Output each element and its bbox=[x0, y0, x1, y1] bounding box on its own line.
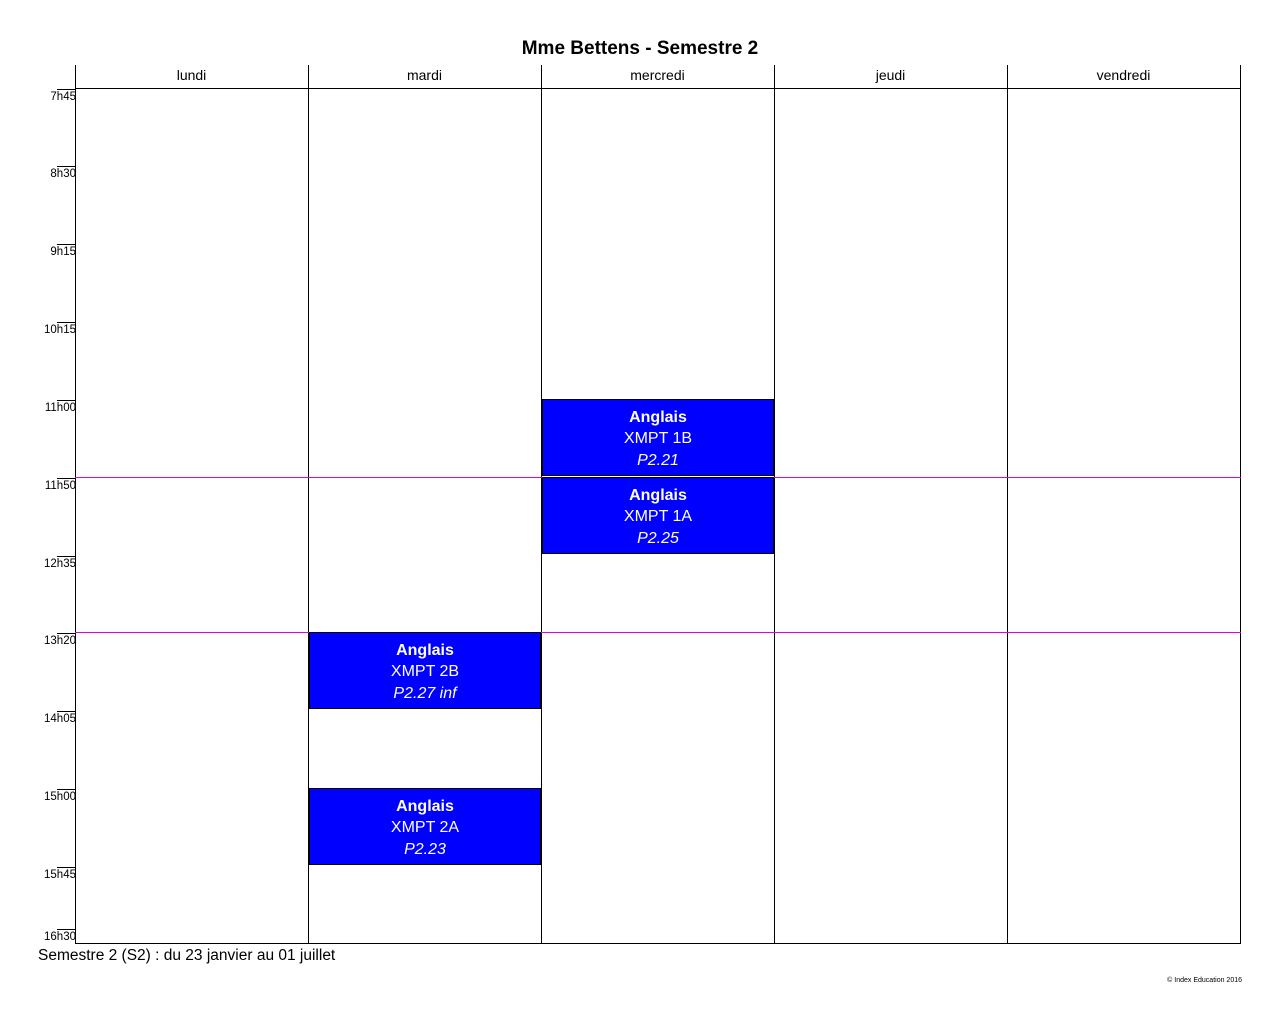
time-label: 7h45 bbox=[50, 91, 76, 103]
event-room: P2.23 bbox=[404, 841, 446, 858]
event-subject: Anglais bbox=[629, 487, 687, 504]
time-tick bbox=[57, 400, 75, 401]
day-header-mercredi: mercredi bbox=[630, 67, 685, 83]
event-group: XMPT 1B bbox=[623, 430, 693, 447]
semester-footer: Semestre 2 (S2) : du 23 janvier au 01 ju… bbox=[38, 947, 336, 964]
time-tick bbox=[57, 711, 75, 712]
time-label: 8h30 bbox=[50, 168, 76, 180]
day-header-mardi: mardi bbox=[406, 67, 442, 83]
grid-bottom-line bbox=[75, 943, 1241, 944]
column-divider bbox=[1240, 65, 1241, 944]
day-header-jeudi: jeudi bbox=[875, 67, 906, 83]
event-anglais-xmpt-1b[interactable]: Anglais XMPT 1B P2.21 bbox=[542, 399, 774, 476]
time-label: 10h15 bbox=[44, 324, 76, 336]
time-label: 15h45 bbox=[44, 869, 76, 881]
event-subject: Anglais bbox=[396, 642, 454, 659]
column-divider bbox=[75, 65, 76, 944]
time-label: 12h35 bbox=[44, 558, 76, 570]
break-line-afternoon bbox=[75, 632, 1241, 633]
time-tick bbox=[57, 867, 75, 868]
event-room: P2.21 bbox=[637, 452, 679, 469]
column-divider bbox=[308, 65, 309, 944]
event-room: P2.27 inf bbox=[393, 685, 457, 702]
time-tick bbox=[57, 478, 75, 479]
time-tick bbox=[57, 789, 75, 790]
event-group: XMPT 2A bbox=[390, 819, 460, 836]
time-tick bbox=[57, 929, 75, 930]
time-tick bbox=[57, 322, 75, 323]
event-anglais-xmpt-1a[interactable]: Anglais XMPT 1A P2.25 bbox=[542, 477, 774, 554]
day-header-lundi: lundi bbox=[176, 67, 207, 83]
event-group: XMPT 1A bbox=[623, 508, 693, 525]
time-label: 14h05 bbox=[44, 713, 76, 725]
time-label: 13h20 bbox=[44, 635, 76, 647]
column-divider bbox=[1007, 65, 1008, 944]
column-divider bbox=[774, 65, 775, 944]
event-room: P2.25 bbox=[637, 530, 679, 547]
time-label: 11h50 bbox=[44, 480, 76, 492]
time-tick bbox=[57, 166, 75, 167]
time-label: 11h00 bbox=[44, 402, 76, 414]
header-divider bbox=[75, 88, 1241, 89]
day-header-vendredi: vendredi bbox=[1096, 67, 1151, 83]
time-tick bbox=[57, 244, 75, 245]
event-anglais-xmpt-2a[interactable]: Anglais XMPT 2A P2.23 bbox=[309, 788, 541, 865]
time-tick bbox=[57, 89, 75, 90]
copyright-notice: © Index Education 2016 bbox=[1167, 977, 1242, 984]
time-tick bbox=[57, 556, 75, 557]
timetable-grid: lundi mardi mercredi jeudi vendredi bbox=[75, 65, 1241, 944]
time-label: 16h30 bbox=[44, 931, 76, 943]
column-divider bbox=[541, 65, 542, 944]
event-group: XMPT 2B bbox=[390, 663, 460, 680]
event-anglais-xmpt-2b[interactable]: Anglais XMPT 2B P2.27 inf bbox=[309, 632, 541, 709]
time-label: 15h00 bbox=[44, 791, 76, 803]
event-subject: Anglais bbox=[396, 798, 454, 815]
time-tick bbox=[57, 633, 75, 634]
schedule-title: Mme Bettens - Semestre 2 bbox=[521, 38, 759, 59]
event-subject: Anglais bbox=[629, 409, 687, 426]
time-label: 9h15 bbox=[50, 246, 76, 258]
